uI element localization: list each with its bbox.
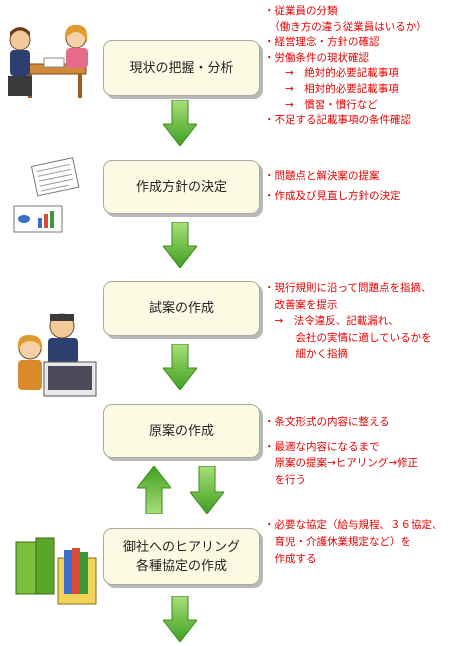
- notes-step-1: ・従業員の分類 （働き方の違う従業員はいるか） ・経営理念・方針の確認 ・労働条…: [264, 4, 469, 129]
- step-box-4: 原案の作成: [103, 404, 260, 458]
- note-line: → 法令違反、記載漏れ、: [264, 315, 399, 327]
- step-label-1: 現状の把握・分析: [129, 60, 234, 76]
- step-label-3: 試案の作成: [148, 301, 214, 316]
- documents-chart-icon: [13, 157, 80, 233]
- step-box-5: 御社へのヒアリング 各種協定の作成: [103, 528, 260, 585]
- note-line: ・経営理念・方針の確認: [264, 36, 380, 49]
- step-box-3: 試案の作成: [103, 281, 260, 336]
- step-box-2: 作成方針の決定: [103, 160, 260, 214]
- note-line: 改善案を提示: [264, 298, 338, 311]
- notes-step-3: ・現行規則に沿って問題点を指摘、 改善案を提示 → 法令違反、記載漏れ、 会社の…: [264, 280, 469, 363]
- note-line: 原案の提案→ヒアリング→修正: [264, 457, 419, 469]
- down-arrow-icon: [163, 222, 197, 268]
- note-line: を行う: [264, 473, 306, 486]
- note-spacer: [264, 431, 469, 439]
- note-line: ・必要な協定（給与規程、３６協定、: [264, 519, 443, 531]
- note-line: ・条文形式の内容に整える: [264, 416, 390, 428]
- note-line: ・現行規則に沿って問題点を指摘、: [264, 282, 432, 294]
- note-line: ・不足する記載事項の条件確認: [264, 114, 411, 127]
- down-arrow-icon: [163, 100, 197, 146]
- step-label-5-line-1: 御社へのヒアリング: [122, 539, 240, 555]
- step-label-4: 原案の作成: [148, 423, 214, 439]
- notes-step-4: ・条文形式の内容に整える ・最適な内容になるまで 原案の提案→ヒアリング→修正 …: [264, 414, 469, 488]
- consultation-illustration-icon: [17, 313, 97, 397]
- notes-step-2: ・問題点と解決案の提案 ・作成及び見直し方針の決定: [264, 166, 469, 206]
- note-line: ・最適な内容になるまで: [264, 440, 380, 453]
- note-line: （働き方の違う従業員はいるか）: [264, 20, 427, 33]
- step-label-5-line-2: 各種協定の作成: [135, 558, 227, 574]
- note-line: ・問題点と解決案の提案: [264, 170, 380, 182]
- note-line: ・従業員の分類: [264, 5, 338, 17]
- note-line: ・労働条件の現状確認: [264, 51, 369, 64]
- down-arrow-icon: [163, 344, 197, 390]
- note-line: → 相対的必要記載事項: [264, 82, 399, 95]
- down-arrow-icon: [190, 466, 224, 514]
- note-line: → 絶対的必要記載事項: [264, 67, 399, 80]
- step-label-2: 作成方針の決定: [135, 179, 227, 195]
- note-line: 会社の実情に適しているかを: [264, 331, 432, 344]
- note-line: 育児・介護休業規定など）を: [264, 536, 411, 548]
- step-box-1: 現状の把握・分析: [103, 40, 260, 96]
- note-line: 細かく指摘: [264, 348, 348, 360]
- notes-step-5: ・必要な協定（給与規程、３６協定、 育児・介護休業規定など）を 作成する: [264, 517, 469, 568]
- down-arrow-icon: [163, 596, 197, 642]
- note-line: 作成する: [264, 553, 317, 565]
- binders-icon: [15, 537, 97, 605]
- up-arrow-icon: [137, 466, 171, 514]
- note-line: → 慣習・慣行など: [264, 98, 378, 111]
- meeting-illustration-icon: [8, 24, 88, 98]
- note-line: ・作成及び見直し方針の決定: [264, 190, 401, 202]
